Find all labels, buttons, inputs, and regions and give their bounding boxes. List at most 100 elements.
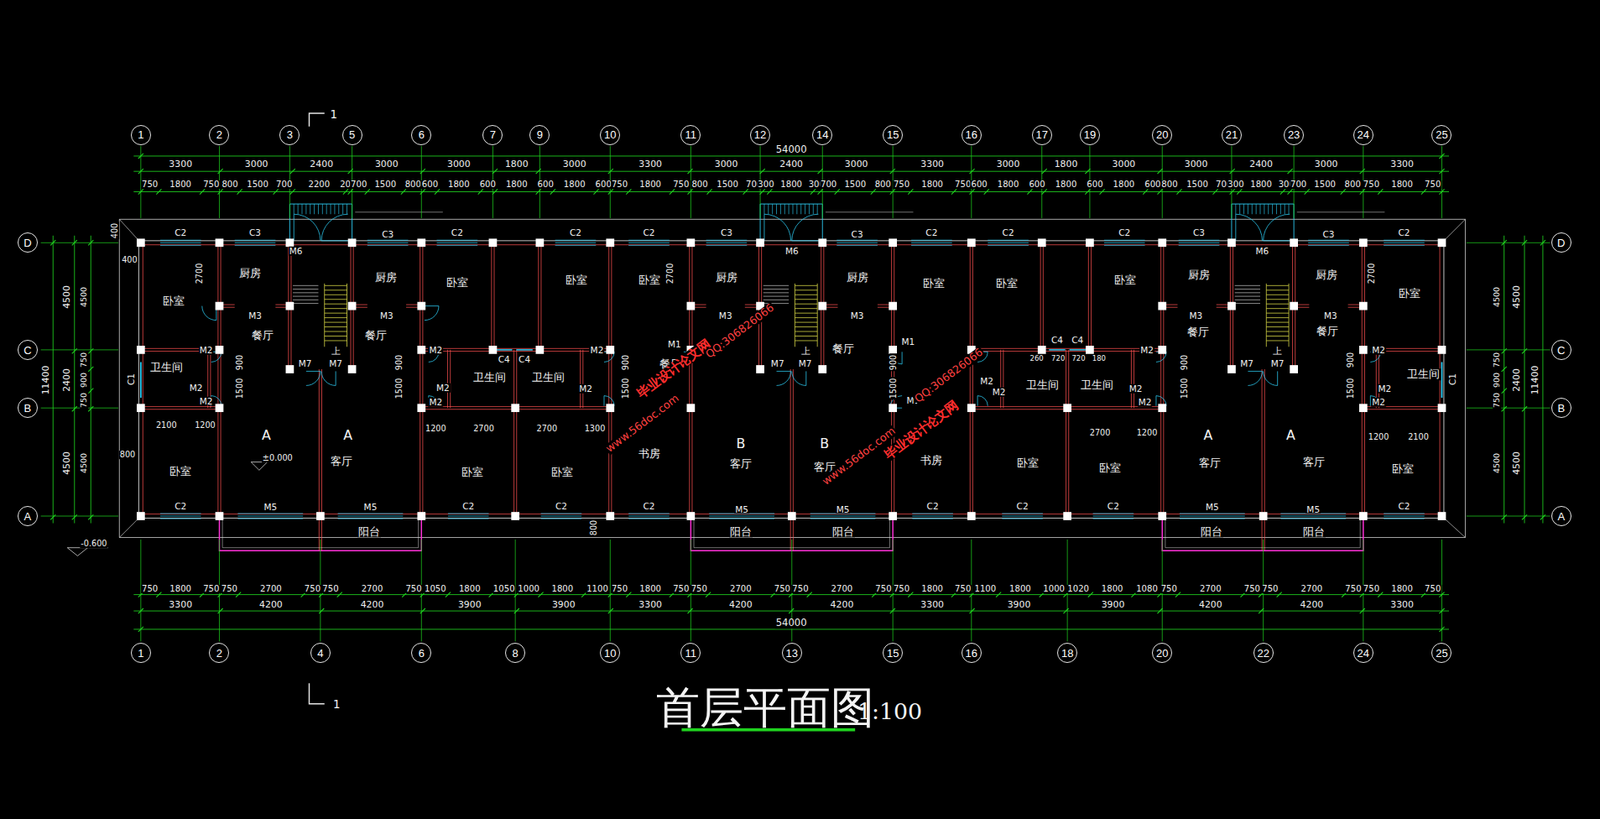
door-window-code: C2 [173, 228, 188, 238]
dimension-tick [834, 188, 840, 194]
entry-canopy [309, 203, 311, 214]
door-window-code: M5 [734, 505, 750, 515]
dimension-text: 1050 [423, 584, 448, 594]
room-name: 阳台 [1199, 526, 1224, 537]
dimension-tick [218, 608, 224, 614]
structural-column [1438, 238, 1447, 247]
structural-column [1157, 403, 1167, 412]
dimension-text: 2700 [1089, 428, 1112, 438]
dimension-text: 700 [819, 180, 838, 189]
dimension-tick [199, 188, 205, 194]
axis-bubble: 11 [680, 125, 701, 146]
dimension-text: 1500 [715, 180, 740, 189]
dimension-line [73, 235, 75, 524]
dimension-tick [1280, 188, 1286, 194]
door-window-code: 上 [1271, 346, 1283, 356]
partition-wall [1090, 242, 1092, 350]
dimension-line [133, 191, 1449, 193]
axis-number: 14 [816, 129, 829, 141]
window-symbol [160, 515, 202, 517]
axis-bubble: 10 [599, 125, 621, 146]
dimension-text: 750 [672, 180, 690, 189]
stair-tread [1235, 291, 1261, 293]
dimension-tick [1521, 348, 1528, 354]
entry-canopy [1271, 203, 1273, 214]
dimension-text: 600 [536, 180, 555, 189]
dimension-text: 750 [953, 584, 972, 594]
dimension-text: 700 [275, 180, 293, 189]
dimension-text: 4500 [62, 450, 73, 476]
partition-wall [318, 369, 320, 551]
entry-canopy [817, 203, 819, 214]
dimension-text: 750 [202, 584, 220, 594]
partition-wall [217, 242, 219, 516]
partition-wall [421, 348, 610, 350]
window-symbol [912, 512, 954, 514]
dimension-text: 2700 [1367, 262, 1376, 286]
door-window-code: M3 [1323, 311, 1339, 321]
entry-canopy [760, 203, 823, 243]
structural-column [1085, 345, 1095, 355]
door-window-code: M6 [784, 246, 800, 256]
axis-number: 3 [286, 129, 293, 141]
dimension-text: 600 [421, 180, 439, 189]
axis-number: 2 [216, 647, 223, 659]
axis-number: 12 [754, 129, 767, 141]
door-swing [764, 213, 792, 241]
dimension-text: 900 [235, 354, 245, 372]
dimension-text: 3000 [995, 159, 1022, 169]
section-number: 1 [328, 109, 339, 121]
dimension-tick [1501, 406, 1507, 412]
window-symbol [448, 518, 490, 520]
window-symbol [1104, 244, 1146, 246]
entry-canopy [289, 203, 352, 243]
room-name: 卫生间 [531, 371, 566, 383]
partition-wall [1065, 349, 1067, 516]
dimension-text: 2400 [778, 159, 804, 169]
dimension-text: 750 [1344, 584, 1362, 594]
axis-number: 13 [786, 647, 798, 659]
axis-number: C [1557, 344, 1565, 356]
dimension-text: 54000 [775, 145, 808, 156]
dimension-text: 2200 [307, 180, 331, 189]
dimension-text: 750 [892, 180, 911, 189]
door-swing [776, 370, 792, 386]
dimension-text: 600 [479, 180, 497, 189]
structural-column [755, 238, 765, 247]
structural-column [1359, 238, 1368, 247]
dimension-text: 4500 [1512, 450, 1522, 476]
axis-bubble: 24 [1353, 125, 1374, 146]
door-window-code: M2 [578, 384, 594, 394]
partition-wall [792, 369, 794, 551]
structural-column [536, 238, 545, 247]
window-symbol [1308, 239, 1350, 241]
window-symbol [367, 239, 409, 241]
dimension-text: 750 [1423, 584, 1442, 594]
dimension-text: 1500 [621, 377, 631, 401]
dimension-text: 3000 [374, 159, 400, 169]
window-symbol [448, 515, 490, 517]
dimension-text: 750 [610, 584, 629, 594]
unit-type: B [818, 437, 830, 451]
dimension-tick [88, 388, 94, 394]
stair-tread [324, 307, 348, 309]
partition-wall [140, 408, 220, 410]
window-symbol [160, 244, 202, 246]
dimension-text: 1500 [1313, 180, 1337, 189]
dimension-text: 1020 [1066, 584, 1090, 594]
dimension-tick [348, 188, 354, 194]
window-symbol [628, 239, 670, 241]
dimension-tick [890, 608, 896, 614]
structural-column [605, 403, 615, 412]
dimension-text: 750 [1362, 584, 1381, 594]
dimension-tick [1360, 188, 1366, 194]
dimension-text: 3900 [457, 600, 483, 610]
dimension-text: 4200 [1299, 600, 1325, 610]
dimension-text: 1200 [424, 424, 448, 433]
watermark: www.56doc.com [604, 391, 683, 455]
entry-canopy [338, 203, 339, 214]
dimension-text: 2700 [536, 424, 559, 433]
stair-tread [1266, 294, 1289, 296]
dimension-text: 750 [791, 584, 809, 594]
